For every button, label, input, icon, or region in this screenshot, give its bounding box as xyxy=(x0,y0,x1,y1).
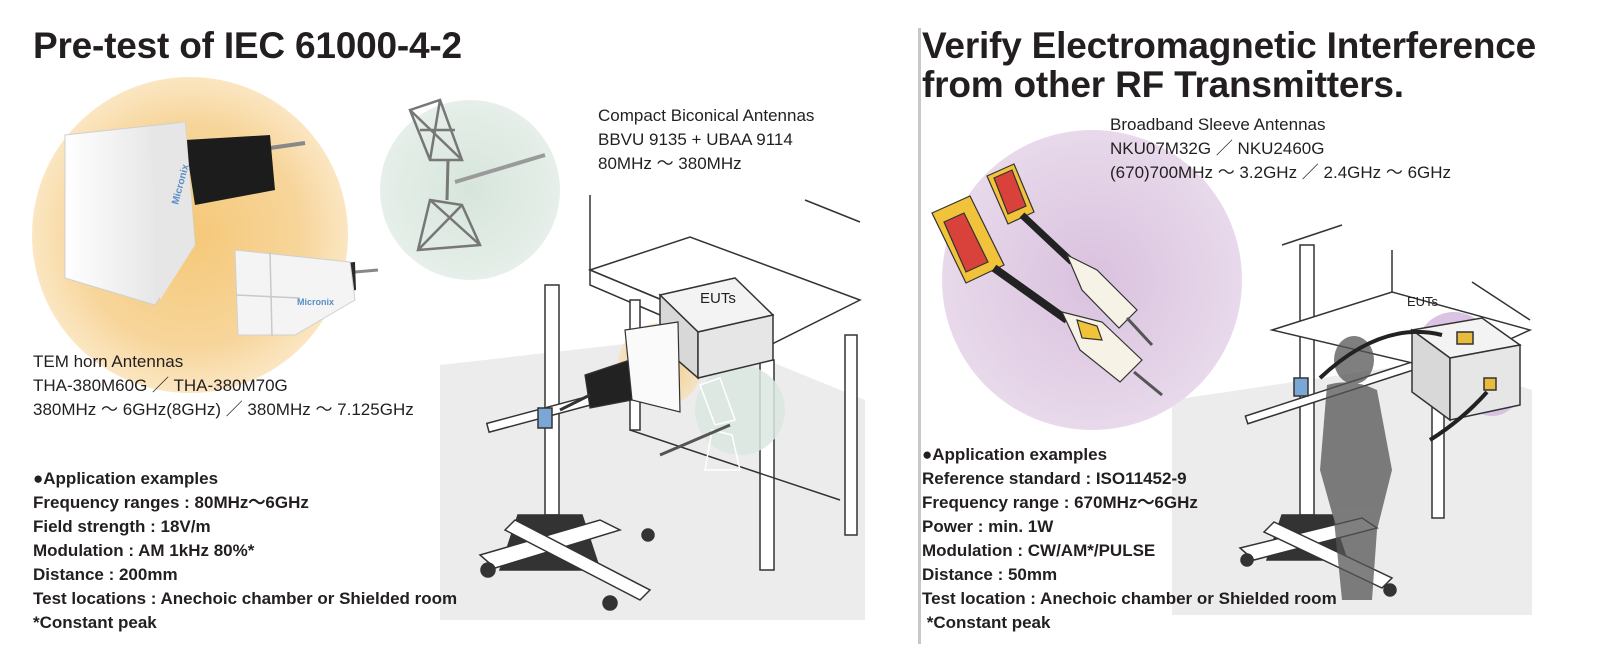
panel-divider xyxy=(918,28,921,644)
tem-horn-antenna-icon: Micronix xyxy=(64,121,306,306)
sleeve-range: (670)700MHz ～ 3.2GHz ／ 2.4GHz ～ 6GHz xyxy=(1110,163,1452,182)
test-stand-icon xyxy=(478,284,664,611)
page-title: Pre-test of IEC 61000-4-2 xyxy=(33,25,462,66)
euts-label: EUTs xyxy=(1407,294,1439,309)
application-line: Frequency ranges : 80MHz～6GHz xyxy=(33,493,309,512)
sleeve-antenna-caption: Broadband Sleeve Antennas NKU07M32G ／ NK… xyxy=(1110,113,1451,185)
application-line: Field strength : 18V/m xyxy=(33,517,211,536)
application-examples-left: ●Application examples Frequency ranges :… xyxy=(33,467,457,635)
sleeve-model: NKU07M32G ／ NKU2460G xyxy=(1110,139,1325,158)
application-line: Power : min. 1W xyxy=(922,517,1054,536)
application-line: *Constant peak xyxy=(33,613,157,632)
biconical-model: BBVU 9135 + UBAA 9114 xyxy=(598,130,793,149)
iec-61000-4-2-panel: Micronix Micronix xyxy=(32,25,865,635)
rf-test-setup-illustration xyxy=(931,130,1533,615)
biconical-antenna-icon xyxy=(408,98,546,252)
eut-box-icon xyxy=(1410,317,1522,422)
page-title-right: Verify Electromagnetic Interference from… xyxy=(922,26,1536,104)
biconical-range: 80MHz ～ 380MHz xyxy=(598,154,742,173)
biconical-name: Compact Biconical Antennas xyxy=(598,106,815,125)
application-line: Frequency range : 670MHz～6GHz xyxy=(922,493,1198,512)
application-examples-right: ●Application examples Reference standard… xyxy=(922,443,1337,635)
tem-horn-small-icon: Micronix xyxy=(234,249,379,337)
horn-on-stand-icon xyxy=(559,321,681,413)
bicon-on-stand-icon xyxy=(659,377,741,471)
euts-label: EUTs xyxy=(700,290,736,307)
title-line-1: Verify Electromagnetic Interference xyxy=(922,25,1537,66)
application-line: *Constant peak xyxy=(922,613,1051,632)
svg-text:Micronix: Micronix xyxy=(297,297,334,307)
application-heading: ●Application examples xyxy=(33,469,219,488)
eut-box-icon xyxy=(658,277,775,380)
title-line-2: from other RF Transmitters. xyxy=(922,64,1404,105)
sleeve-antenna-icon xyxy=(931,163,1163,397)
tem-horn-range: 380MHz ～ 6GHz(8GHz) ／ 380MHz ～ 7.125GHz xyxy=(33,400,414,419)
application-line: Reference standard : ISO11452-9 xyxy=(922,469,1187,488)
tem-horn-name: TEM horn Antennas xyxy=(33,352,184,371)
biconical-antenna-caption: Compact Biconical Antennas BBVU 9135 + U… xyxy=(598,104,814,176)
application-line: Distance : 50mm xyxy=(922,565,1058,584)
bicon-glow xyxy=(380,100,560,280)
application-line: Distance : 200mm xyxy=(33,565,178,584)
application-line: Test locations : Anechoic chamber or Shi… xyxy=(33,589,458,608)
application-line: Modulation : CW/AM*/PULSE xyxy=(922,541,1156,560)
application-line: Modulation : AM 1kHz 80%* xyxy=(33,541,255,560)
tem-horn-model: THA-380M60G ／ THA-380M70G xyxy=(33,376,288,395)
tem-horn-caption: TEM horn Antennas THA-380M60G ／ THA-380M… xyxy=(33,350,414,422)
antenna-cable xyxy=(1428,390,1489,442)
iec-test-setup-illustration: Micronix Micronix xyxy=(32,77,865,620)
sleeve-name: Broadband Sleeve Antennas xyxy=(1110,115,1326,134)
application-line: Test location : Anechoic chamber or Shie… xyxy=(922,589,1337,608)
setup-glow-green xyxy=(695,365,785,455)
antenna-cable xyxy=(1318,330,1443,380)
rf-interference-panel: Verify Electromagnetic Interference from… xyxy=(922,0,1600,667)
application-heading: ●Application examples xyxy=(922,445,1108,464)
